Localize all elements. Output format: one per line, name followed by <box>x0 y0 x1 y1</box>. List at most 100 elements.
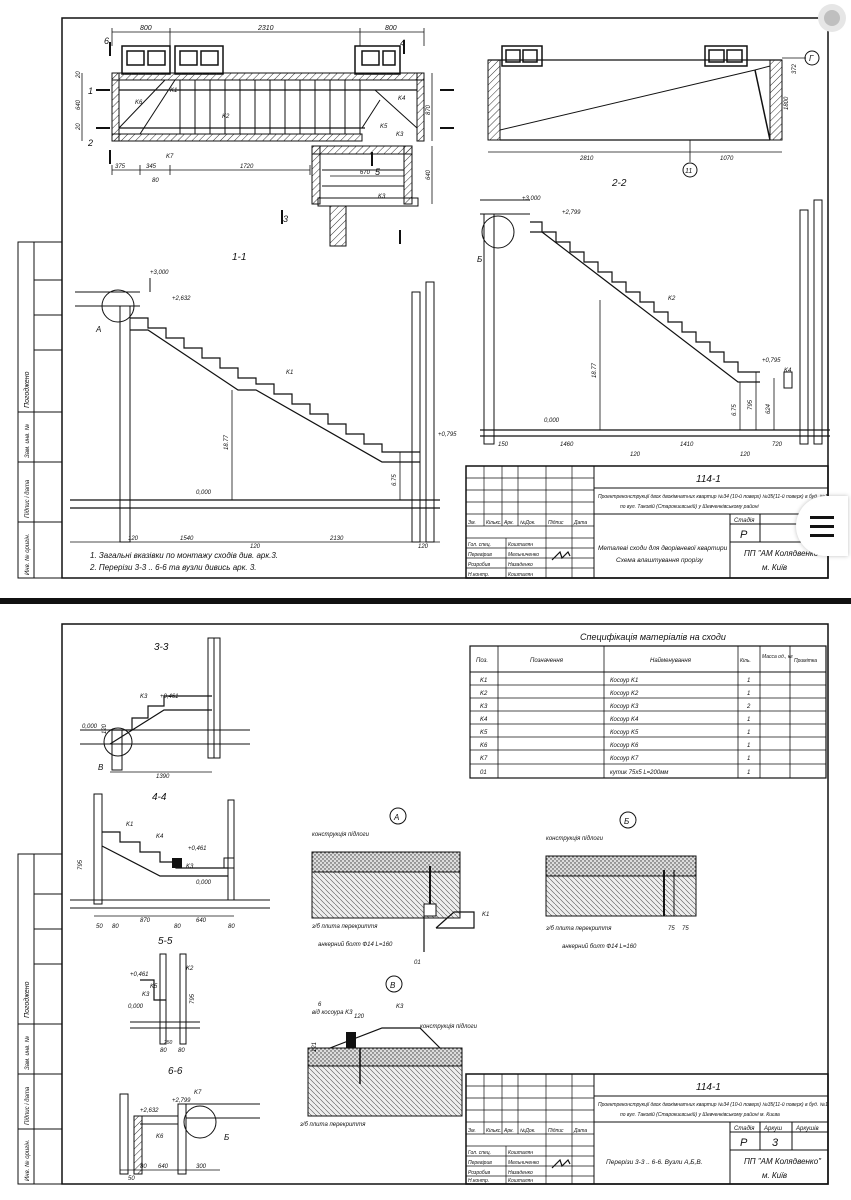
hamburger-icon-line <box>810 533 834 537</box>
s55-label-k2: K2 <box>186 966 194 972</box>
tb1-stage: Р <box>740 529 748 541</box>
plan-dim-20a: 20 <box>76 71 82 79</box>
sec22-dim-675: 6.75 <box>732 404 738 416</box>
node-v-title: В <box>390 981 396 990</box>
spec-row-6-name: Косоур K7 <box>610 756 639 762</box>
sheet2-side-strip: Погоджено Зам. инв. № Підпис і дата Инв.… <box>17 853 63 1185</box>
section-mark-3: 3 <box>283 214 288 224</box>
s55-dim-250: 250 <box>163 1040 173 1046</box>
tb1-code: 114-1 <box>696 474 721 485</box>
s44-dim-80c: 80 <box>228 924 235 930</box>
note-2: 2. Перерізи 3-3 .. 6-6 та вузли дивись а… <box>89 563 257 572</box>
plan-dim-2310: 2310 <box>257 25 274 32</box>
section-5-5-title: 5-5 <box>158 936 173 947</box>
sec22-dim-2810: 2810 <box>579 156 594 162</box>
tb2-role-3: Н.контр. <box>468 1178 489 1184</box>
s44-level: +0,461 <box>188 846 207 852</box>
side2-label-inv: Зам. инв. № <box>24 1035 31 1070</box>
tb1-signature <box>551 550 571 561</box>
plan-label-k2: K2 <box>222 114 230 120</box>
s55-label-k3: K3 <box>142 992 150 998</box>
section-2-2-stair: Б +3,000 +2,799 +0,795 0,000 K2 K4 18.77… <box>477 196 830 458</box>
sheet1-drawing: Погоджено Зам. инв. № Підпис і дата Инв.… <box>17 17 830 579</box>
plan-label-k7: K7 <box>166 154 174 160</box>
tb1-role-3: Н.контр. <box>468 572 489 578</box>
tb2-name-1: Мельниченко <box>508 1160 539 1166</box>
s33-label-k3: K3 <box>140 694 148 700</box>
tb1-org-1: ПП "АМ Колядвенко" <box>744 549 822 558</box>
s66-dim-80: 80 <box>140 1164 147 1170</box>
spec-header-note: Примітка <box>794 658 817 664</box>
sec11-dim-120b: 120 <box>250 544 261 550</box>
node-a-k1: K1 <box>482 912 489 918</box>
tb2-code: 114-1 <box>696 1082 721 1093</box>
sec22-dim-120b: 120 <box>740 452 751 458</box>
sec22-dim-1877: 18.77 <box>592 362 598 378</box>
tb2-signature <box>551 1158 571 1169</box>
tb1-col-sign: Підпис <box>548 520 564 526</box>
sec11-dim-1540: 1540 <box>180 536 194 542</box>
s33-dim-120: 120 <box>102 723 108 734</box>
sec11-dim-120a: 120 <box>128 536 139 542</box>
node-a-detail: А конструкція підлоги з/б плита перекрит… <box>311 807 489 966</box>
drawing-sheet-1: Погоджено Зам. инв. № Підпис і дата Инв.… <box>0 0 851 598</box>
section-1-1-title: 1-1 <box>232 252 246 263</box>
sec22-dim-1460: 1460 <box>560 442 574 448</box>
s55-level-0: 0,000 <box>128 1004 144 1010</box>
node-v-dim-121: 121 <box>312 1042 318 1052</box>
s55-label-k5: K5 <box>150 984 158 990</box>
section-6-6-title: 6-6 <box>168 1066 183 1077</box>
tb2-col-doc: №Док. <box>520 1128 535 1134</box>
side2-label-agreed: Погоджено <box>23 981 31 1018</box>
node-a-title: А <box>393 813 399 822</box>
title-block-1: Зм. Кількс. Арк. №Док. Підпис Дата Гол. … <box>465 465 829 579</box>
tb1-name-3: Кошталян <box>508 572 533 578</box>
sheet1-side-strip: Погоджено Зам. инв. № Підпис і дата Инв.… <box>17 241 63 579</box>
s44-level-0: 0,000 <box>196 880 212 886</box>
node-a-floor: конструкція підлоги <box>312 832 370 838</box>
section-mark-5: 5 <box>375 167 381 177</box>
plan-label-k1: K1 <box>170 88 177 94</box>
node-v-kosour: від косоура K3 <box>312 1010 353 1016</box>
menu-button[interactable] <box>796 496 848 556</box>
sec22-dim-1800: 1800 <box>784 96 790 110</box>
tb1-name-0: Кошталян <box>508 542 533 548</box>
node-b-dim-75a: 75 <box>668 926 675 932</box>
tb2-name-3: Кошталян <box>508 1178 533 1184</box>
tb2-sheet-number: 3 <box>772 1137 779 1149</box>
node-b-label: Б <box>477 255 482 264</box>
tb2-col-date: Дата <box>573 1128 587 1134</box>
sec22-level-landing: +2,799 <box>562 210 581 216</box>
s44-dim-50: 50 <box>96 924 103 930</box>
tb1-sheet-title-2: Схема влаштування прорізу <box>616 556 704 564</box>
tb2-stage: Р <box>740 1137 748 1149</box>
spec-header-pos: Поз. <box>476 658 488 664</box>
sec22-dim-372: 372 <box>792 63 798 74</box>
tb1-desc-1: Проектреконструкції двох двокімнатних кв… <box>598 493 828 500</box>
axis-label-11: 11 <box>685 168 692 175</box>
s66-label-k6: K6 <box>156 1134 164 1140</box>
hamburger-icon-line <box>810 524 834 528</box>
section-3-3-title: 3-3 <box>154 642 169 653</box>
s44-dim-870: 870 <box>140 918 151 924</box>
spec-row-7-qty: 1 <box>747 770 750 776</box>
node-b-bolt: анкерний болт Ф14 L=160 <box>562 943 637 950</box>
spec-row-7-pos: 01 <box>480 770 487 776</box>
tb2-col-sign: Підпис <box>548 1128 564 1134</box>
sec22-dim-624: 624 <box>766 403 772 414</box>
s33-level: +0,461 <box>160 694 179 700</box>
spec-row-1-qty: 1 <box>747 691 750 697</box>
tb1-col-doc: №Док. <box>520 520 535 526</box>
s66-label-k7: K7 <box>194 1090 202 1096</box>
node-a-label: A <box>95 325 101 334</box>
node-v-floor: конструкція підлоги <box>420 1024 478 1030</box>
tb1-sheet-title-1: Металеві сходи для дворівневої квартири <box>598 544 728 552</box>
spec-title: Специфікація матеріалів на сходи <box>580 632 726 642</box>
tb2-org-2: м. Київ <box>762 1171 787 1180</box>
node-b-slab: з/б плита перекриття <box>545 926 612 932</box>
accessibility-icon[interactable] <box>818 4 846 32</box>
spec-row-2-pos: K3 <box>480 704 488 710</box>
spec-header-name: Найменування <box>650 657 692 664</box>
sec22-level-floor: 0,000 <box>544 418 560 424</box>
spec-row-5-name: Косоур K6 <box>610 743 639 749</box>
